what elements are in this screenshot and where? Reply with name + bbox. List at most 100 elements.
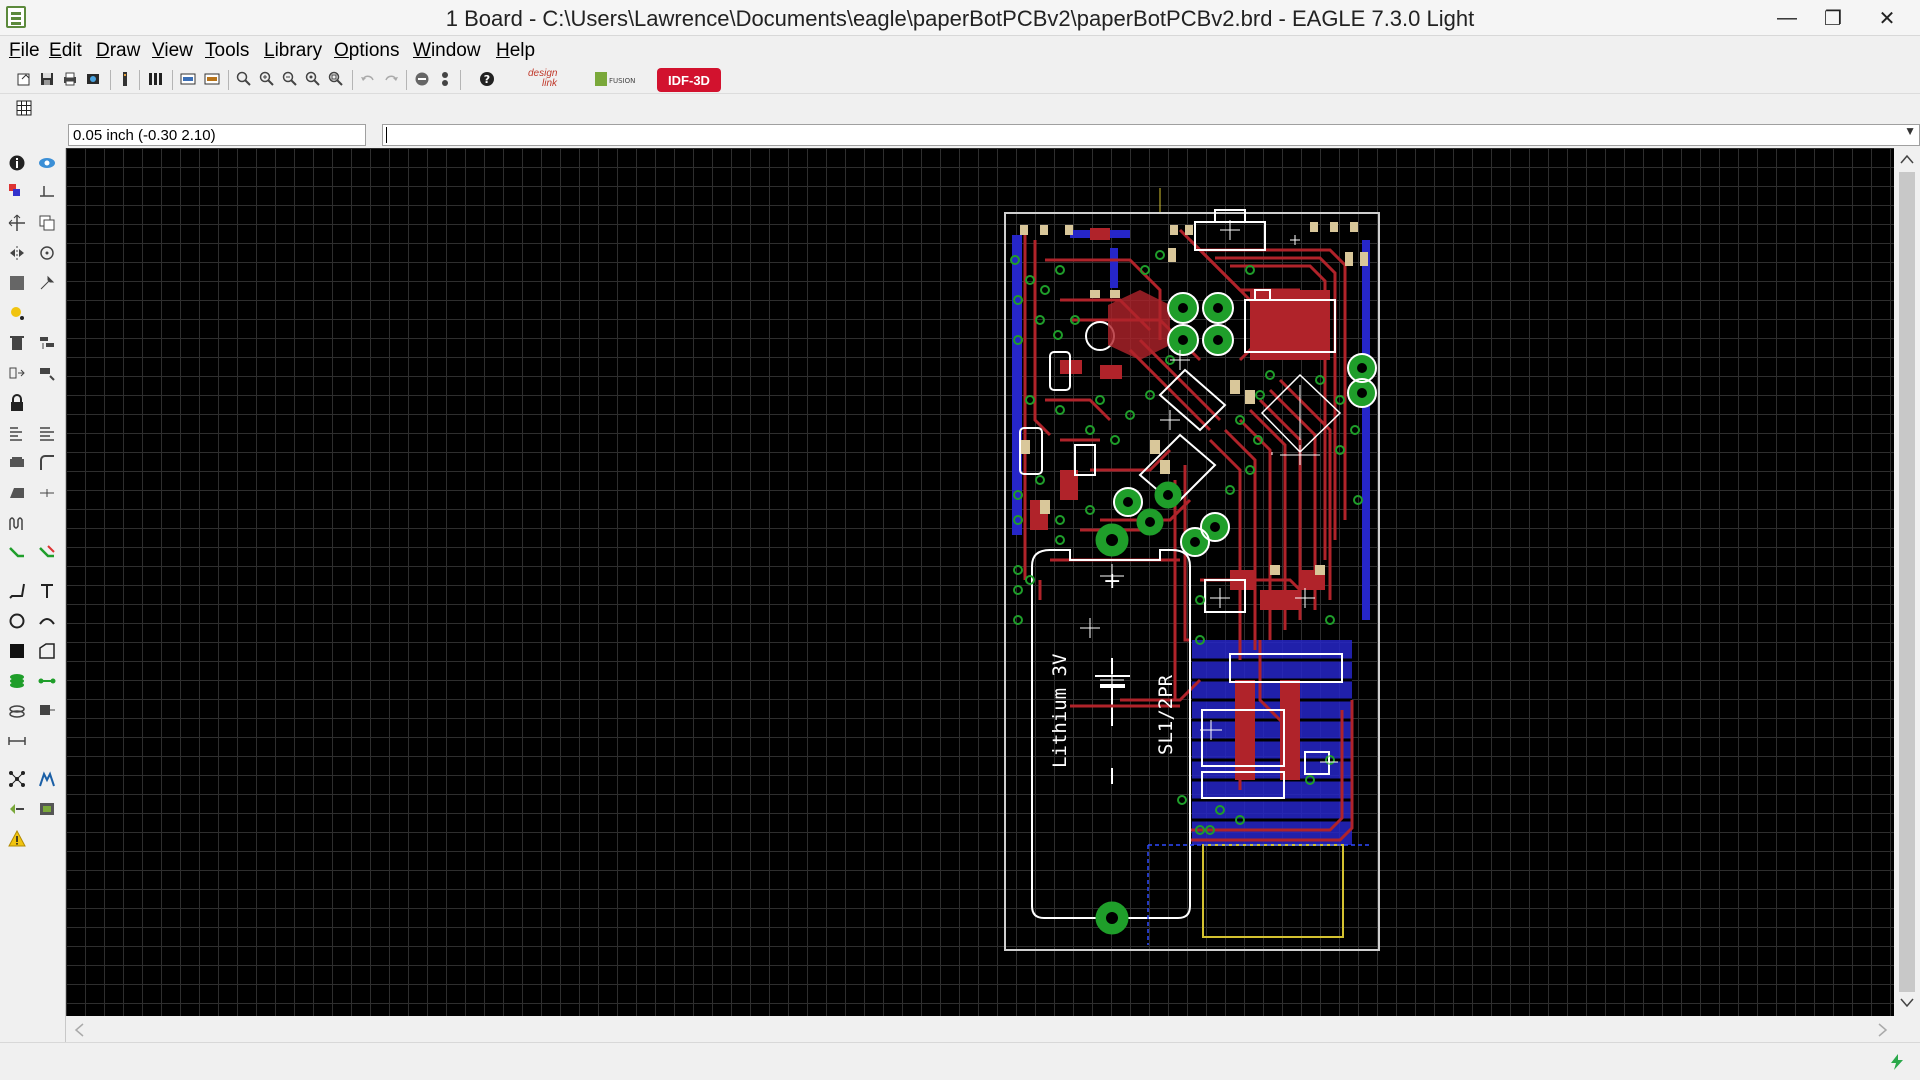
coordinate-display: 0.05 inch (-0.30 2.10) (68, 124, 366, 146)
errors-warning-icon[interactable] (8, 830, 26, 848)
keepout-outline (1147, 844, 1370, 945)
toolbar-separator (352, 70, 353, 90)
pcb-layout: Lithium 3V SL1/2PR + (1004, 188, 1380, 951)
smash-icon[interactable] (8, 424, 26, 442)
value-icon[interactable] (38, 424, 56, 442)
menu-file[interactable]: File (9, 40, 40, 61)
dimension-icon[interactable] (8, 732, 26, 750)
menu-help[interactable]: Help (496, 40, 536, 61)
split-icon[interactable] (8, 454, 26, 472)
board-canvas[interactable]: Lithium 3V SL1/2PR + (66, 148, 1894, 1016)
idf-3d-button[interactable]: IDF-3D (657, 68, 721, 92)
battery-label: Lithium 3V (1049, 654, 1071, 768)
display-layers-icon[interactable] (8, 182, 26, 200)
zoom-in-icon[interactable] (259, 71, 275, 87)
layer-settings-icon[interactable] (148, 71, 164, 87)
drc-icon[interactable] (38, 800, 56, 818)
ratsnest-icon[interactable] (8, 770, 26, 788)
circle-icon[interactable] (8, 612, 26, 630)
command-history-dropdown[interactable]: ▼ (1904, 124, 1916, 138)
signal-icon[interactable] (38, 672, 56, 690)
delete-icon[interactable] (8, 334, 26, 352)
run-ulp-icon[interactable] (117, 71, 133, 87)
help-icon[interactable]: ? (479, 71, 495, 87)
zoom-fit-icon[interactable] (236, 71, 252, 87)
schematic-switch-icon[interactable] (180, 71, 196, 87)
move-icon[interactable] (8, 214, 26, 232)
menu-edit[interactable]: Edit (49, 40, 82, 61)
vertical-scrollbar[interactable] (1894, 148, 1920, 1016)
menu-draw[interactable]: Draw (96, 40, 141, 61)
vertical-scroll-thumb[interactable] (1899, 172, 1915, 992)
autorouter-icon[interactable] (38, 770, 56, 788)
zoom-out-icon[interactable] (282, 71, 298, 87)
ripup-icon[interactable] (38, 544, 56, 562)
menu-options[interactable]: Options (334, 40, 400, 61)
mark-icon[interactable] (38, 182, 56, 200)
zoom-redraw-icon[interactable] (305, 71, 321, 87)
scroll-left-icon[interactable] (74, 1023, 84, 1037)
menu-tools[interactable]: Tools (205, 40, 250, 61)
grid-icon[interactable] (16, 100, 32, 116)
command-row: 0.05 inch (-0.30 2.10) ▼ (0, 122, 1920, 148)
menu-library[interactable]: Library (264, 40, 323, 61)
cam-icon[interactable] (85, 71, 101, 87)
toolbar-separator (139, 70, 140, 90)
meander-icon[interactable] (38, 484, 56, 502)
info-icon[interactable] (8, 154, 26, 172)
status-lightning-icon[interactable] (1888, 1053, 1906, 1071)
optimize-icon[interactable] (8, 484, 26, 502)
add-icon[interactable] (38, 334, 56, 352)
restore-button[interactable]: ❐ (1824, 7, 1842, 30)
horizontal-scrollbar[interactable] (66, 1016, 1920, 1042)
wire-icon[interactable] (8, 582, 26, 600)
name-icon[interactable] (38, 364, 56, 382)
polygon-icon[interactable] (38, 642, 56, 660)
toolbar-separator (172, 70, 173, 90)
group-icon[interactable] (8, 274, 26, 292)
lock-icon[interactable] (8, 394, 26, 412)
minimize-button[interactable]: — (1777, 6, 1797, 29)
route-icon[interactable] (8, 544, 26, 562)
arc-icon[interactable] (38, 612, 56, 630)
usb-outline (1202, 844, 1344, 938)
stop-icon[interactable] (414, 71, 430, 87)
paste-icon[interactable] (8, 304, 26, 322)
via-icon[interactable] (8, 672, 26, 690)
command-line-input[interactable] (382, 124, 1920, 146)
change-icon[interactable] (38, 274, 56, 292)
show-icon[interactable] (38, 154, 56, 172)
scroll-down-icon[interactable] (1900, 998, 1914, 1008)
zoom-select-icon[interactable] (328, 71, 344, 87)
replace-icon[interactable] (8, 364, 26, 382)
fusion-sync-logo[interactable]: FUSION (595, 70, 635, 90)
erc-icon[interactable] (8, 800, 26, 818)
text-icon[interactable] (38, 582, 56, 600)
miter-icon[interactable] (38, 454, 56, 472)
print-icon[interactable] (62, 71, 78, 87)
pad-silk-rings (1113, 292, 1377, 557)
eagle-app-icon[interactable] (6, 6, 26, 28)
save-icon[interactable] (39, 71, 55, 87)
copy-icon[interactable] (38, 214, 56, 232)
menu-bar: File Edit Draw View Tools Library Option… (0, 36, 1920, 66)
attribute-icon[interactable] (38, 702, 56, 720)
hole-icon[interactable] (8, 702, 26, 720)
undo-icon[interactable] (360, 71, 376, 87)
route-meander-icon[interactable] (8, 514, 26, 532)
menu-view[interactable]: View (152, 40, 193, 61)
rect-icon[interactable] (8, 642, 26, 660)
scroll-up-icon[interactable] (1900, 154, 1914, 164)
scroll-right-icon[interactable] (1878, 1023, 1888, 1037)
mirror-icon[interactable] (8, 244, 26, 262)
close-button[interactable]: ✕ (1878, 7, 1896, 30)
open-icon[interactable] (16, 71, 32, 87)
menu-window[interactable]: Window (413, 40, 481, 61)
go-icon[interactable] (437, 71, 453, 87)
board-switch-icon[interactable] (204, 71, 220, 87)
bottom-layer-gaps (1192, 658, 1352, 822)
rotate-icon[interactable] (38, 244, 56, 262)
toolbar-separator (110, 70, 111, 90)
redo-icon[interactable] (383, 71, 399, 87)
